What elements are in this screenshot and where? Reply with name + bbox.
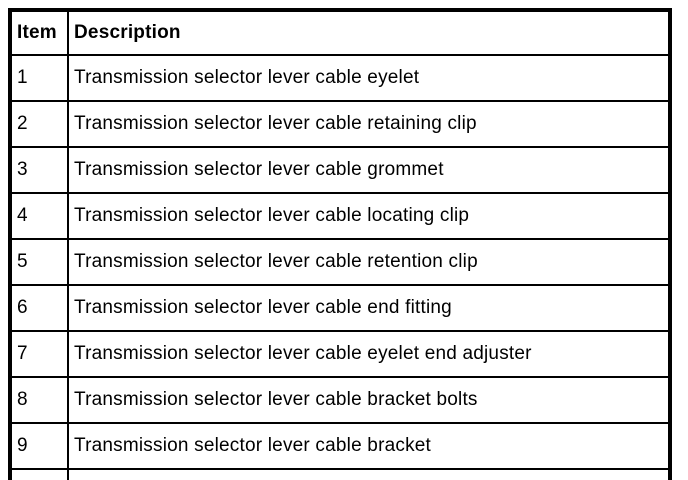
item-number: 3	[9, 146, 69, 194]
table-row: 10 Transmission selector lever cable	[9, 468, 671, 480]
item-description: Transmission selector lever cable end fi…	[67, 284, 671, 332]
item-description: Transmission selector lever cable gromme…	[67, 146, 671, 194]
item-number: 10	[9, 468, 69, 480]
table-row: 5 Transmission selector lever cable rete…	[9, 238, 671, 286]
item-description: Transmission selector lever cable eyelet	[67, 54, 671, 102]
item-description: Transmission selector lever cable retent…	[67, 238, 671, 286]
table-row: 2 Transmission selector lever cable reta…	[9, 100, 671, 148]
column-header-item: Item	[9, 9, 69, 56]
item-number: 9	[9, 422, 69, 470]
item-number: 8	[9, 376, 69, 424]
item-description: Transmission selector lever cable	[67, 468, 671, 480]
table-row: 3 Transmission selector lever cable grom…	[9, 146, 671, 194]
table-row: 9 Transmission selector lever cable brac…	[9, 422, 671, 470]
column-header-description: Description	[67, 9, 671, 56]
table-row: 1 Transmission selector lever cable eyel…	[9, 54, 671, 102]
item-number: 2	[9, 100, 69, 148]
item-number: 6	[9, 284, 69, 332]
table-row: 7 Transmission selector lever cable eyel…	[9, 330, 671, 378]
table-header-row: Item Description	[9, 9, 671, 56]
item-description: Transmission selector lever cable eyelet…	[67, 330, 671, 378]
table-row: 8 Transmission selector lever cable brac…	[9, 376, 671, 424]
item-number: 1	[9, 54, 69, 102]
item-description: Transmission selector lever cable retain…	[67, 100, 671, 148]
table-row: 6 Transmission selector lever cable end …	[9, 284, 671, 332]
item-number: 7	[9, 330, 69, 378]
table-row: 4 Transmission selector lever cable loca…	[9, 192, 671, 240]
item-number: 4	[9, 192, 69, 240]
item-description: Transmission selector lever cable bracke…	[67, 422, 671, 470]
item-description: Transmission selector lever cable locati…	[67, 192, 671, 240]
item-description: Transmission selector lever cable bracke…	[67, 376, 671, 424]
item-number: 5	[9, 238, 69, 286]
parts-table: Item Description 1 Transmission selector…	[8, 8, 672, 480]
